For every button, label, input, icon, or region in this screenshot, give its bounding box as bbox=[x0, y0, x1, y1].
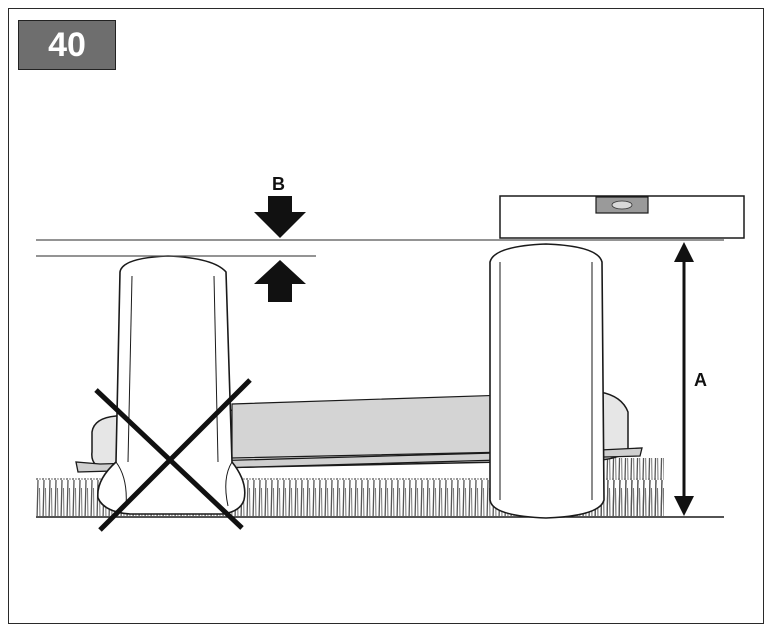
inflated-tire bbox=[489, 243, 605, 519]
deflated-tire bbox=[97, 255, 246, 515]
down-arrow-icon bbox=[254, 196, 306, 238]
spirit-level-icon bbox=[499, 195, 745, 239]
cross-mark-icon bbox=[94, 378, 252, 532]
gap-label: B bbox=[272, 174, 285, 194]
step-number-badge: 40 bbox=[18, 20, 116, 70]
height-label: A bbox=[694, 370, 707, 390]
double-arrow-icon bbox=[674, 242, 694, 516]
up-arrow-icon bbox=[254, 260, 306, 302]
